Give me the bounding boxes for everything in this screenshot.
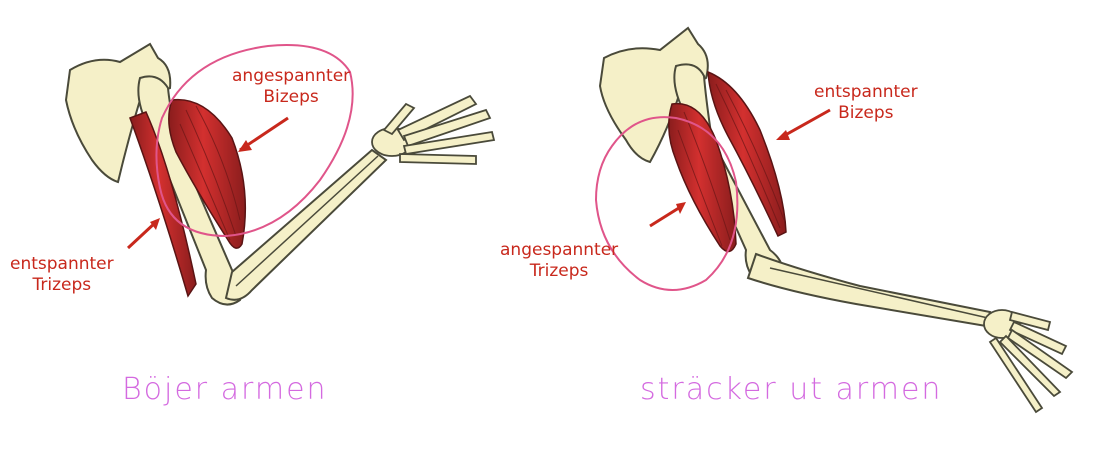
right-arm-figure (594, 26, 1074, 414)
left-forearm-bone (224, 148, 388, 301)
left-hand-bones (371, 94, 496, 165)
left-triceps-muscle (129, 111, 197, 298)
left-biceps-muscle (168, 98, 247, 249)
right-triceps-arrow (649, 204, 683, 228)
left-caption: Böjer armen (122, 372, 328, 407)
left-triceps-arrow (126, 220, 158, 250)
left-biceps-label: angespannter Bizeps (232, 66, 351, 107)
left-triceps-label: entspannter Trizeps (10, 254, 114, 295)
left-arm-figure (64, 42, 496, 306)
right-biceps-arrow (779, 108, 831, 140)
right-caption: sträcker ut armen (640, 372, 943, 407)
right-triceps-label: angespannter Trizeps (500, 240, 619, 281)
right-triceps-highlight-circle (594, 116, 739, 291)
left-biceps-highlight-circle (155, 44, 354, 238)
right-biceps-label: entspannter Bizeps (814, 82, 918, 123)
right-triceps-muscle (668, 102, 737, 253)
right-hand-bones (983, 309, 1074, 414)
